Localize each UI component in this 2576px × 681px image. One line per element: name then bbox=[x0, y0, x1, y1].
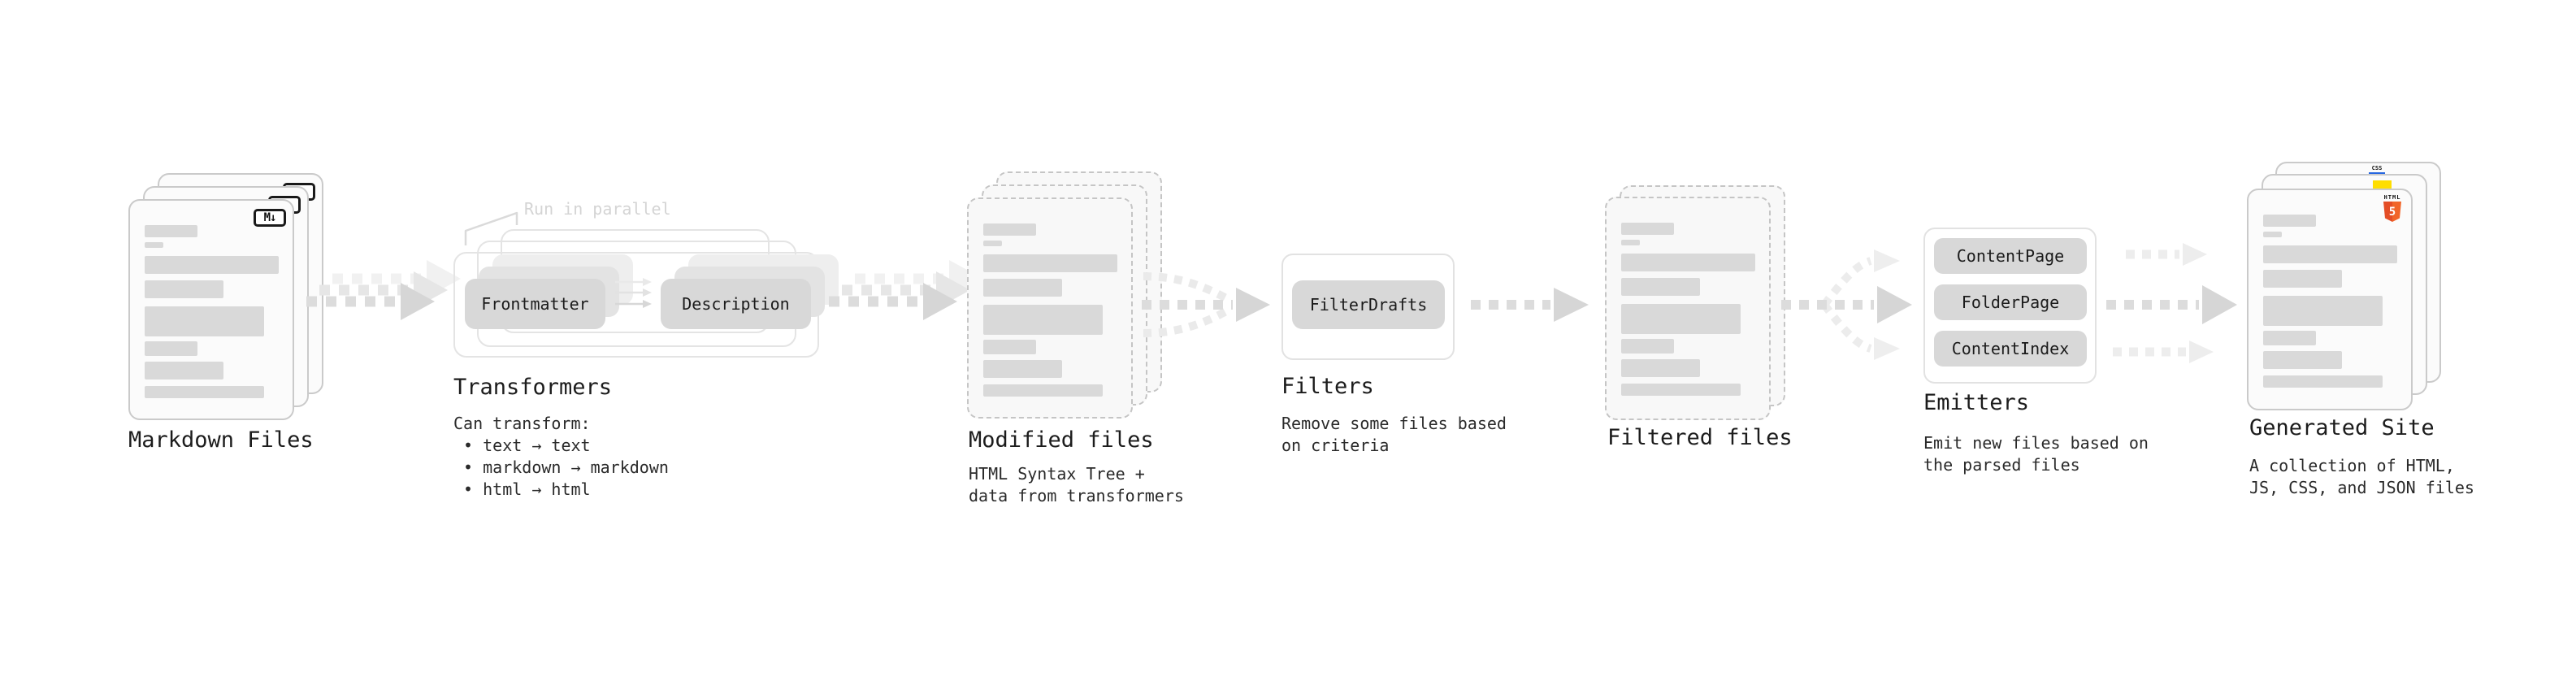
emitters-description: Emit new files based on the parsed files bbox=[1923, 433, 2149, 475]
doc-content-bar bbox=[2263, 215, 2316, 227]
css-icon: CSS bbox=[2369, 166, 2385, 175]
doc-content-bar bbox=[2263, 296, 2383, 326]
doc-content-bar bbox=[145, 306, 264, 336]
transform-arrows bbox=[615, 278, 652, 308]
doc-content-bar bbox=[145, 225, 197, 237]
doc-content-bar bbox=[2263, 270, 2342, 288]
doc-content-bar bbox=[983, 223, 1036, 236]
generated-site-title: Generated Site bbox=[2249, 415, 2435, 440]
doc-content-bar bbox=[1621, 359, 1700, 377]
doc-content-bar bbox=[983, 241, 1002, 246]
generated-file-card-html: HTML 5 bbox=[2247, 189, 2413, 410]
transformers-title: Transformers bbox=[453, 375, 613, 400]
doc-content-bar bbox=[2263, 375, 2383, 388]
doc-content-bar bbox=[1621, 304, 1741, 334]
modified-files-title: Modified files bbox=[969, 427, 1154, 453]
doc-content-bar bbox=[145, 362, 223, 380]
doc-content-bar bbox=[2263, 245, 2397, 263]
emitters-title: Emitters bbox=[1923, 390, 2030, 415]
contentpage-pill: ContentPage bbox=[1934, 238, 2087, 274]
doc-content-bar bbox=[983, 279, 1062, 297]
doc-content-bar bbox=[1621, 223, 1674, 235]
arrow-emitters-to-generated bbox=[2106, 243, 2237, 363]
modified-file-card-front bbox=[967, 197, 1133, 419]
markdown-files-title: Markdown Files bbox=[128, 427, 314, 453]
doc-content-bar bbox=[983, 340, 1036, 354]
contentindex-pill: ContentIndex bbox=[1934, 331, 2087, 367]
doc-content-bar bbox=[145, 280, 223, 298]
annotation-leader-line bbox=[464, 211, 518, 245]
doc-content-bar bbox=[1621, 254, 1755, 271]
filtered-file-card-front bbox=[1605, 197, 1771, 420]
transformers-description: Can transform: • text → text • markdown … bbox=[453, 414, 669, 499]
doc-content-bar bbox=[983, 254, 1117, 272]
html5-icon: HTML 5 bbox=[2382, 194, 2403, 222]
generated-site-description: A collection of HTML, JS, CSS, and JSON … bbox=[2249, 456, 2474, 497]
frontmatter-pill: Frontmatter bbox=[465, 279, 605, 329]
doc-content-bar bbox=[2263, 331, 2316, 345]
doc-content-bar bbox=[1621, 339, 1674, 354]
run-in-parallel-annotation: Run in parallel bbox=[524, 199, 671, 219]
doc-content-bar bbox=[2263, 232, 2282, 237]
doc-content-bar bbox=[145, 242, 163, 248]
arrow-modified-to-filters bbox=[1142, 272, 1270, 337]
doc-content-bar bbox=[145, 341, 197, 356]
doc-content-bar bbox=[983, 305, 1103, 335]
arrow-filters-to-filtered bbox=[1471, 288, 1589, 322]
arrow-transformers-to-modified bbox=[829, 260, 983, 320]
markdown-icon: M↓ bbox=[254, 209, 286, 227]
description-pill: Description bbox=[661, 279, 811, 329]
doc-content-bar bbox=[2263, 351, 2342, 369]
doc-content-bar bbox=[145, 256, 279, 274]
doc-content-bar bbox=[145, 386, 264, 398]
folderpage-pill: FolderPage bbox=[1934, 284, 2087, 320]
doc-content-bar bbox=[983, 360, 1062, 378]
doc-content-bar bbox=[1621, 240, 1640, 245]
arrow-filtered-to-emitters bbox=[1781, 249, 1912, 360]
filterdrafts-pill: FilterDrafts bbox=[1292, 280, 1445, 329]
filters-description: Remove some files based on criteria bbox=[1281, 414, 1507, 455]
modified-files-description: HTML Syntax Tree + data from transformer… bbox=[969, 464, 1184, 505]
filters-title: Filters bbox=[1281, 374, 1374, 399]
doc-content-bar bbox=[1621, 384, 1741, 396]
markdown-file-card-front: M↓ bbox=[128, 199, 294, 420]
doc-content-bar bbox=[1621, 278, 1700, 296]
doc-content-bar bbox=[983, 384, 1103, 397]
filtered-files-title: Filtered files bbox=[1607, 425, 1793, 450]
js-icon bbox=[2373, 180, 2392, 189]
arrow-markdown-to-transformers bbox=[306, 260, 461, 320]
